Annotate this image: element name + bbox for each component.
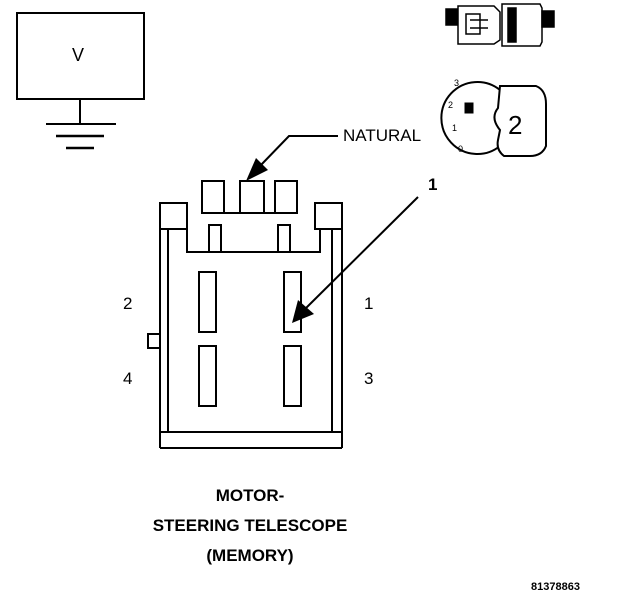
pin-2-label: 2 [123, 294, 133, 313]
meter-label: V [72, 45, 85, 65]
natural-label: NATURAL [343, 126, 422, 145]
title-line-3: (MEMORY) [206, 546, 294, 565]
key-number: 2 [508, 110, 523, 140]
title-line-2: STEERING TELESCOPE [152, 516, 348, 535]
key-scale-2: 2 [448, 100, 454, 110]
key-scale-3: 3 [454, 78, 460, 88]
pin-3-label: 3 [364, 369, 374, 388]
pointer-number-label: 1 [428, 175, 438, 194]
pin-4-label: 4 [123, 369, 133, 388]
figure-id: 81378863 [531, 581, 580, 593]
pin-1-label: 1 [364, 294, 374, 313]
natural-leader-arrow [246, 135, 338, 181]
key-scale-0: 0 [458, 144, 464, 154]
pointer-1-arrow [292, 196, 419, 323]
connector-body [147, 180, 343, 449]
key-scale-1: 1 [452, 123, 458, 133]
key-position-icon [440, 81, 547, 157]
voltmeter-icon [16, 12, 145, 150]
connector-halves-icon [445, 3, 555, 47]
title-line-1: MOTOR- [215, 486, 285, 505]
